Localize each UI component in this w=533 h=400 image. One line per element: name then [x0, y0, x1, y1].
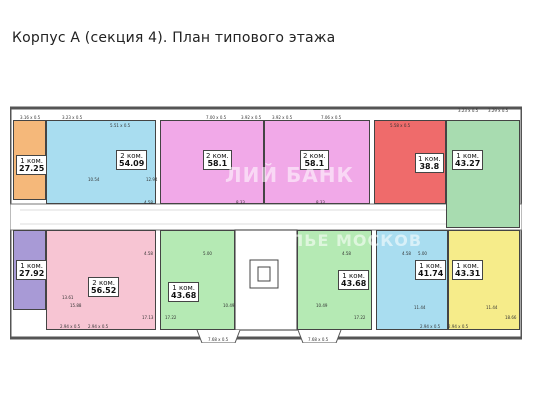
dimension-label: 7.00 x 0.5 [206, 115, 227, 120]
dimension-label: 11.44 [486, 305, 498, 310]
dimension-label: 3.92 x 0.5 [272, 115, 293, 120]
floor-plan: 1 ком.27.25 2 ком.54.09 2 ком.58.1 2 ком… [10, 105, 522, 343]
dimension-label: 17.13 [142, 315, 154, 320]
dimension-label: 2.94 x 0.5 [60, 324, 81, 329]
apartment-unit [448, 230, 520, 330]
dimension-label: 4.58 [402, 251, 411, 256]
watermark: ЛИЙ БАНК [225, 163, 354, 187]
apartment-unit [376, 230, 448, 330]
dimension-label: 3.16 x 0.5 [20, 115, 41, 120]
dimension-label: 8.33 [236, 200, 245, 205]
apartment-label: 1 ком.43.68 [168, 282, 200, 302]
dimension-label: 7.68 x 0.5 [208, 337, 229, 342]
dimension-label: 3.23 x 0.5 [62, 115, 83, 120]
dimension-label: 4.58 [144, 251, 153, 256]
dimension-label: 7.06 x 0.5 [321, 115, 342, 120]
dimension-label: 10.49 [316, 303, 328, 308]
dimension-label: 10.49 [223, 303, 235, 308]
watermark: ЖИЛЬЕ МОСКОВ [255, 231, 423, 250]
apartment-unit [297, 230, 372, 330]
dimension-label: 4.58 [342, 251, 351, 256]
dimension-label: 17.22 [354, 315, 366, 320]
dimension-label: 5.51 x 0.5 [110, 123, 131, 128]
dimension-label: 8.33 [316, 200, 325, 205]
apartment-label: 1 ком.41.74 [415, 260, 447, 280]
dimension-label: 12.94 [146, 177, 158, 182]
apartment-label: 1 ком.38.8 [415, 153, 444, 173]
dimension-label: 3.92 x 0.5 [241, 115, 262, 120]
dimension-label: 3.29 x 0.5 [488, 108, 509, 113]
dimension-label: 17.22 [165, 315, 177, 320]
apartment-label: 2 ком.58.1 [300, 150, 329, 170]
apartment-label: 1 ком.43.27 [452, 150, 484, 170]
dimension-label: 2.94 x 0.5 [420, 324, 441, 329]
dimension-label: 10.54 [88, 177, 100, 182]
apartment-label: 2 ком.58.1 [203, 150, 232, 170]
apartment-unit [446, 120, 520, 228]
apartment-label: 1 ком.43.68 [338, 270, 370, 290]
dimension-label: 18.66 [505, 315, 517, 320]
dimension-label: 5.00 [203, 251, 212, 256]
apartment-label: 2 ком.56.52 [88, 277, 120, 297]
apartment-label: 1 ком.27.92 [16, 260, 48, 280]
floor-plan-walls [10, 106, 522, 343]
dimension-label: 7.68 x 0.5 [308, 337, 329, 342]
apartment-label: 2 ком.54.09 [116, 150, 148, 170]
dimension-label: 15.88 [70, 303, 82, 308]
dimension-label: 5.58 x 0.5 [390, 123, 411, 128]
page-title: Корпус А (секция 4). План типового этажа [12, 30, 336, 46]
dimension-label: 2.94 x 0.5 [88, 324, 109, 329]
apartment-label: 1 ком.43.31 [452, 260, 484, 280]
apartment-label: 1 ком.27.25 [16, 155, 48, 175]
dimension-label: 4.58 [144, 200, 153, 205]
dimension-label: 5.00 [418, 251, 427, 256]
dimension-label: 13.61 [62, 295, 74, 300]
dimension-label: 3.23 x 0.5 [458, 108, 479, 113]
dimension-label: 2.94 x 0.5 [448, 324, 469, 329]
apartment-unit [160, 230, 235, 330]
dimension-label: 11.44 [414, 305, 426, 310]
